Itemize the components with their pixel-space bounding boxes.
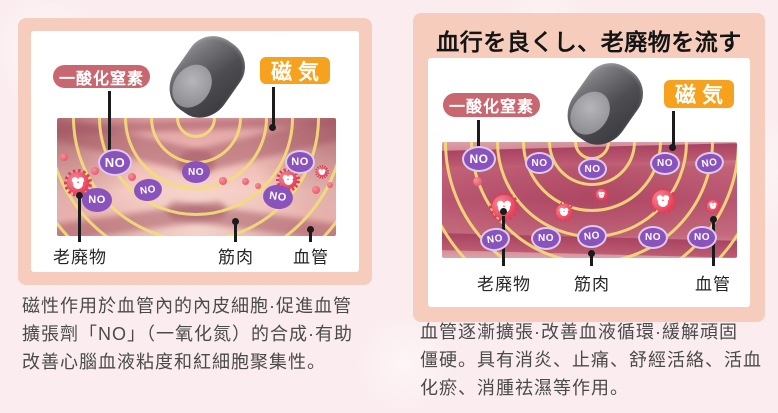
no-molecule-badge: NO	[531, 227, 561, 250]
no-molecule-badge: NO	[687, 226, 717, 249]
blood-cell-dot	[91, 167, 99, 175]
no-molecule-badge: NO	[525, 152, 554, 174]
left-panel: 一酸化窒素 磁気	[18, 18, 372, 285]
blood-cell-dot	[242, 178, 249, 185]
pointer-line	[234, 222, 237, 242]
no-molecule-badge: NO	[82, 188, 112, 212]
magnet-icon	[556, 52, 654, 156]
pointer-dot	[76, 192, 83, 199]
blood-cell-dot	[255, 183, 261, 189]
tissue-illustration: NO NO NO NO NO NO	[57, 118, 336, 236]
waste-particle-face	[67, 172, 89, 194]
pointer-line	[590, 254, 593, 266]
pointer-dot	[669, 144, 676, 151]
blood-cell-dot	[219, 177, 227, 185]
pointer-dot	[232, 218, 239, 225]
no-molecule-badge: NO	[462, 146, 496, 172]
no-molecule-badge: NO	[578, 158, 607, 180]
right-caption: 血管逐漸擴張·改善血液循環·緩解頑固 僵硬。具有消炎、止痛、舒經活絡、活血 化瘀…	[420, 318, 770, 402]
magnetism-badge: 磁気	[661, 77, 737, 111]
pointer-line	[78, 196, 81, 242]
magnet-icon	[158, 25, 256, 129]
no-molecule-badge: NO	[638, 226, 668, 249]
magnet-cap	[164, 56, 221, 116]
right-panel-canvas: 一酸化窒素 磁気 NO NO NO NO NO NO	[428, 52, 750, 307]
muscle-label: 筋肉	[218, 248, 254, 267]
pointer-line	[272, 86, 275, 128]
right-panel-title: 血行を良くし、老廃物を流す	[436, 29, 742, 55]
muscle-label: 筋肉	[574, 275, 610, 294]
waste-particle-face	[652, 190, 674, 212]
waste-label: 老廃物	[53, 248, 107, 267]
magnet-cap	[562, 83, 619, 143]
pointer-dot	[307, 226, 314, 233]
blood-cell-dot	[60, 153, 68, 161]
waste-particle-icon	[315, 165, 329, 179]
nitric-oxide-badge: 一酸化窒素	[440, 90, 543, 120]
waste-particle-face	[316, 166, 328, 178]
tissue-illustration: NO NO NO NO NO NO NO NO NO NO	[442, 142, 737, 258]
pointer-line	[672, 111, 675, 148]
left-caption-line: 改善心腦血液粘度和紅細胞聚集性。	[22, 352, 326, 372]
nitric-oxide-badge: 一酸化窒素	[50, 62, 153, 91]
blood-cell-dot	[473, 177, 482, 186]
waste-particle-face	[706, 199, 720, 213]
waste-particle-face	[556, 204, 572, 220]
left-panel-canvas: 一酸化窒素 磁気	[31, 25, 359, 272]
pointer-line	[477, 120, 480, 148]
left-caption-line: 擴張劑「NO」（一氧化氮）的合成·有助	[22, 324, 353, 344]
pointer-line	[108, 90, 111, 152]
right-caption-line: 化瘀、消腫祛濕等作用。	[420, 378, 629, 398]
pointer-dot	[269, 124, 276, 131]
waste-particle-icon	[594, 187, 609, 202]
waste-particle-icon	[705, 198, 721, 214]
blood-cell-dot	[128, 173, 136, 181]
waste-particle-face	[278, 170, 298, 190]
no-molecule-badge: NO	[650, 152, 680, 175]
waste-particle-icon	[554, 202, 574, 222]
no-molecule-badge: NO	[182, 161, 210, 183]
blood-cell-dot	[312, 186, 320, 194]
vessel-label: 血管	[695, 275, 731, 294]
blood-cell-dot	[327, 182, 333, 188]
vessel-label: 血管	[293, 248, 329, 267]
no-molecule-badge: NO	[285, 150, 315, 174]
pointer-dot	[500, 208, 507, 215]
right-caption-line: 血管逐漸擴張·改善血液循環·緩解頑固	[420, 322, 738, 342]
left-caption-line: 磁性作用於血管內的內皮細胞·促進血管	[22, 296, 352, 316]
magnetism-badge: 磁気	[257, 54, 333, 87]
pointer-dot	[588, 250, 595, 257]
no-molecule-badge: NO	[98, 149, 132, 176]
pointer-line	[309, 230, 312, 242]
right-panel: 血行を良くし、老廃物を流す 一酸化窒素 磁気 NO N	[413, 13, 765, 322]
waste-particle-icon	[649, 187, 677, 215]
waste-label: 老廃物	[477, 275, 531, 294]
left-caption: 磁性作用於血管內的內皮細胞·促進血管 擴張劑「NO」（一氧化氮）的合成·有助 改…	[22, 292, 374, 376]
pointer-dot	[710, 216, 717, 223]
waste-particle-face	[595, 188, 608, 201]
right-caption-line: 僵硬。具有消炎、止痛、舒經活絡、活血	[420, 350, 762, 370]
